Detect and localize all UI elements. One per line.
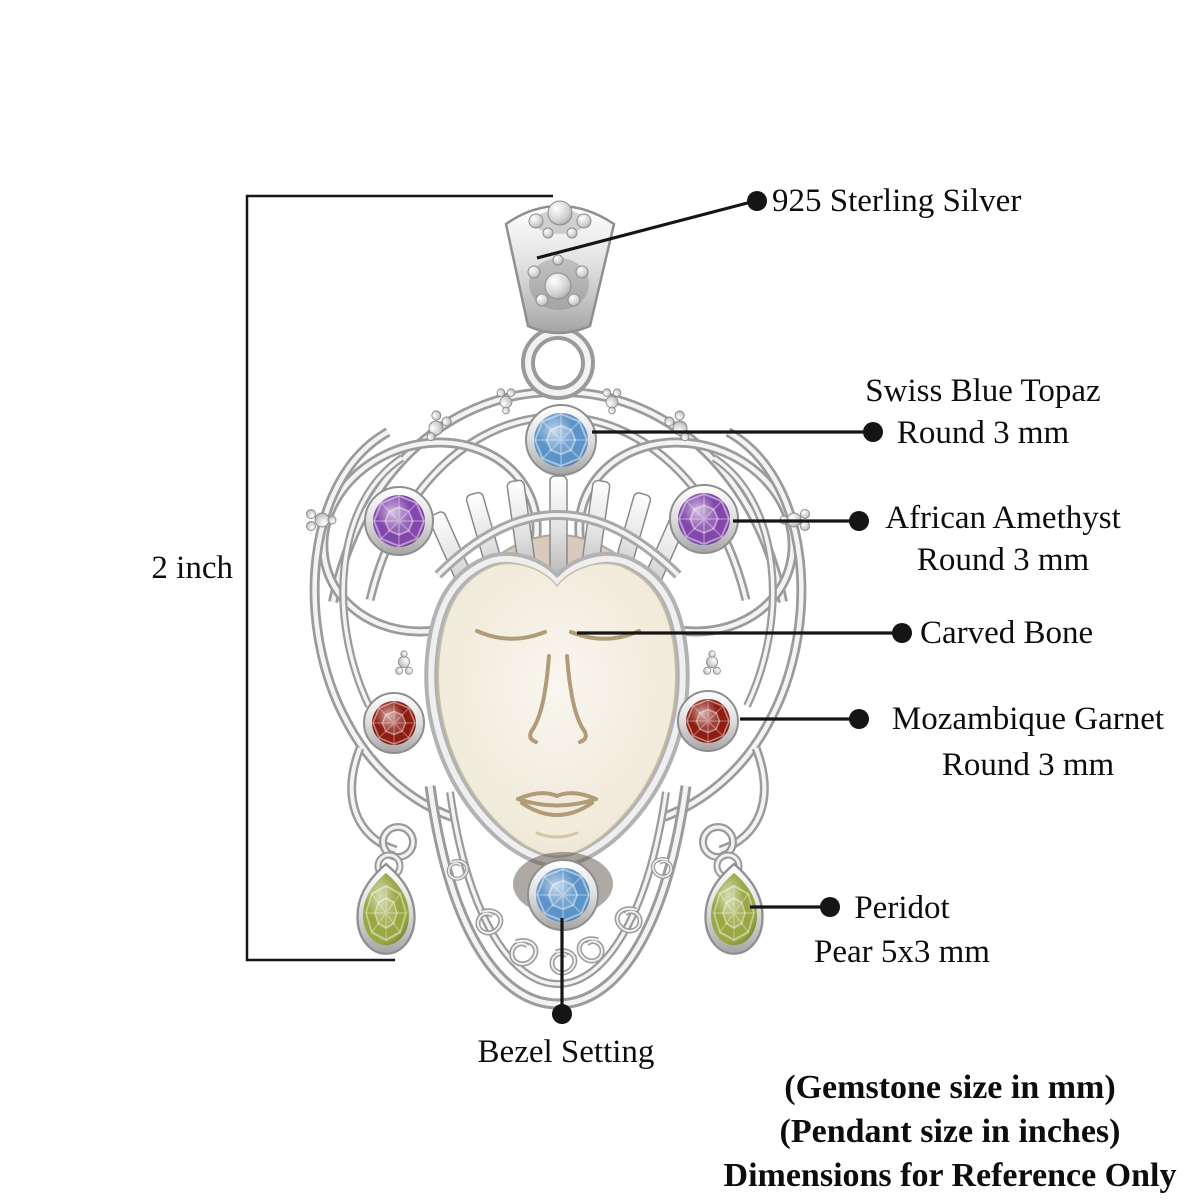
filigree-frame [306,386,810,1010]
amethyst-size: Round 3 mm [916,542,1090,578]
peridot-drop-right [703,823,763,954]
label-2-inch: 2 inch [151,550,233,586]
label-925-sterling-silver: 925 Sterling Silver [772,183,1022,219]
gem-garnet-right-set [677,690,739,752]
bullet-peridot [820,897,840,917]
callout-bullets [552,191,912,1024]
peridot-name: Peridot [854,890,950,926]
footer-line-pendant: (Pendant size in inches) [779,1113,1121,1150]
footer-disclaimer: (Gemstone size in mm) (Pendant size in i… [670,1066,1200,1198]
peridot-size: Pear 5x3 mm [814,934,990,970]
topaz-size: Round 3 mm [896,415,1070,451]
gem-amethyst-right-set [669,484,739,554]
bullet-amethyst [849,511,869,531]
gem-topaz-top-set [525,404,597,476]
bullet-bone [892,623,912,643]
dimension-bracket [245,194,553,962]
bullet-bezel [552,1004,572,1024]
footer-line-gemstone: (Gemstone size in mm) [784,1069,1116,1106]
carved-bone-face [424,551,690,869]
label-peridot: Peridot Pear 5x3 mm [752,886,1052,974]
callout-line-sterling [536,199,756,260]
label-african-amethyst: African Amethyst Round 3 mm [853,497,1153,581]
label-carved-bone: Carved Bone [920,615,1094,651]
bullet-garnet [849,709,869,729]
garnet-name: Mozambique Garnet [891,701,1165,737]
label-bezel-setting: Bezel Setting [477,1034,655,1070]
label-mozambique-garnet: Mozambique Garnet Round 3 mm [878,696,1178,788]
bail [504,200,616,400]
footer-line-dimensions: Dimensions for Reference Only [723,1157,1177,1194]
topaz-name: Swiss Blue Topaz [865,373,1101,409]
gem-garnet-left-set [363,692,425,754]
gem-amethyst-left-set [364,486,434,556]
label-swiss-blue-topaz: Swiss Blue Topaz Round 3 mm [833,370,1133,454]
garnet-size: Round 3 mm [941,747,1115,783]
peridot-drop-left [357,823,414,954]
bullet-topaz [863,422,883,442]
gem-topaz-bottom-set [527,859,599,931]
callout-lines [536,199,899,1012]
bullet-sterling [747,191,767,211]
amethyst-name: African Amethyst [885,500,1121,536]
